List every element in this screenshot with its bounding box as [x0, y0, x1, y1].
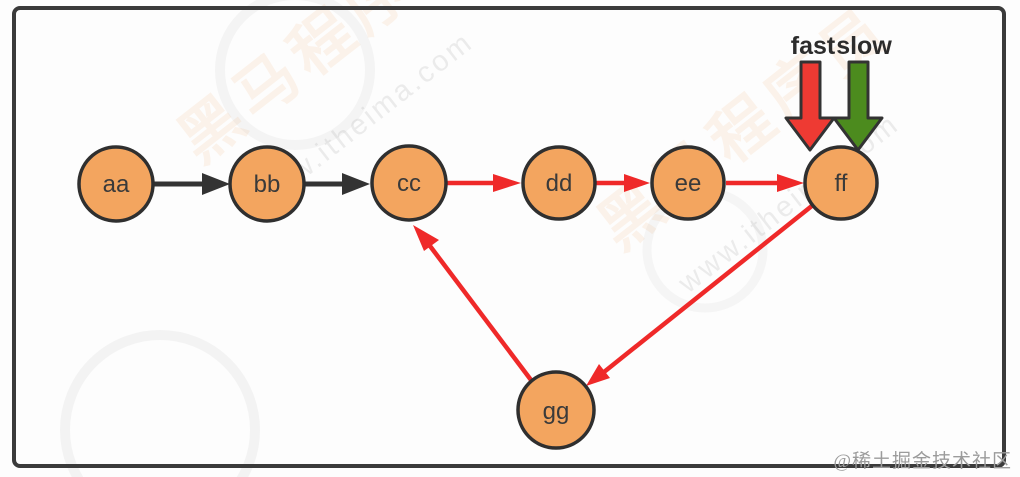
slow-pointer-arrow-icon	[832, 60, 884, 152]
node-gg-label: gg	[543, 398, 570, 425]
arrowhead-bb-cc	[342, 173, 370, 195]
background-watermark: 黑马程序员 www.itheima.com 黑马程序员 www.itheima.…	[60, 0, 906, 477]
node-bb: bb	[228, 145, 306, 223]
watermark-circle	[215, 0, 375, 150]
node-cc-label: cc	[397, 170, 421, 197]
node-cc: cc	[370, 144, 448, 222]
node-ee-label: ee	[675, 170, 702, 197]
node-aa-circle	[77, 145, 155, 223]
pointer-indicators: fast slow	[784, 32, 892, 152]
edge-ff-gg	[602, 203, 815, 374]
node-aa-label: aa	[103, 171, 130, 198]
arrowhead-cc-dd	[493, 174, 521, 192]
fast-pointer-label: fast	[791, 32, 836, 60]
node-dd-circle	[521, 145, 597, 221]
node-ff: ff	[803, 145, 879, 221]
edge-gg-cc	[428, 244, 533, 382]
community-watermark: @稀土掘金技术社区	[833, 451, 1012, 472]
arrowhead-gg-cc	[413, 225, 439, 251]
node-ff-label: ff	[835, 170, 848, 197]
node-dd: dd	[521, 145, 597, 221]
node-ff-circle	[803, 145, 879, 221]
node-dd-label: dd	[546, 170, 573, 197]
arrowhead-aa-bb	[202, 173, 230, 195]
node-cc-circle	[370, 144, 448, 222]
slow-pointer-label: slow	[836, 32, 892, 60]
node-ee-circle	[650, 145, 726, 221]
node-bb-label: bb	[254, 171, 281, 198]
arrowhead-dd-ee	[624, 174, 650, 192]
watermark-circle	[60, 330, 260, 477]
node-aa: aa	[77, 145, 155, 223]
node-gg: gg	[516, 370, 596, 450]
node-ee: ee	[650, 145, 726, 221]
arrowhead-ee-ff	[777, 174, 804, 192]
arrowhead-ff-gg	[586, 364, 610, 386]
node-bb-circle	[228, 145, 306, 223]
edges	[154, 173, 815, 386]
node-gg-circle	[516, 370, 596, 450]
diagram-frame	[12, 6, 1006, 468]
fast-pointer-arrow-icon	[784, 60, 836, 152]
nodes: aa bb cc dd ee ff	[77, 144, 879, 450]
